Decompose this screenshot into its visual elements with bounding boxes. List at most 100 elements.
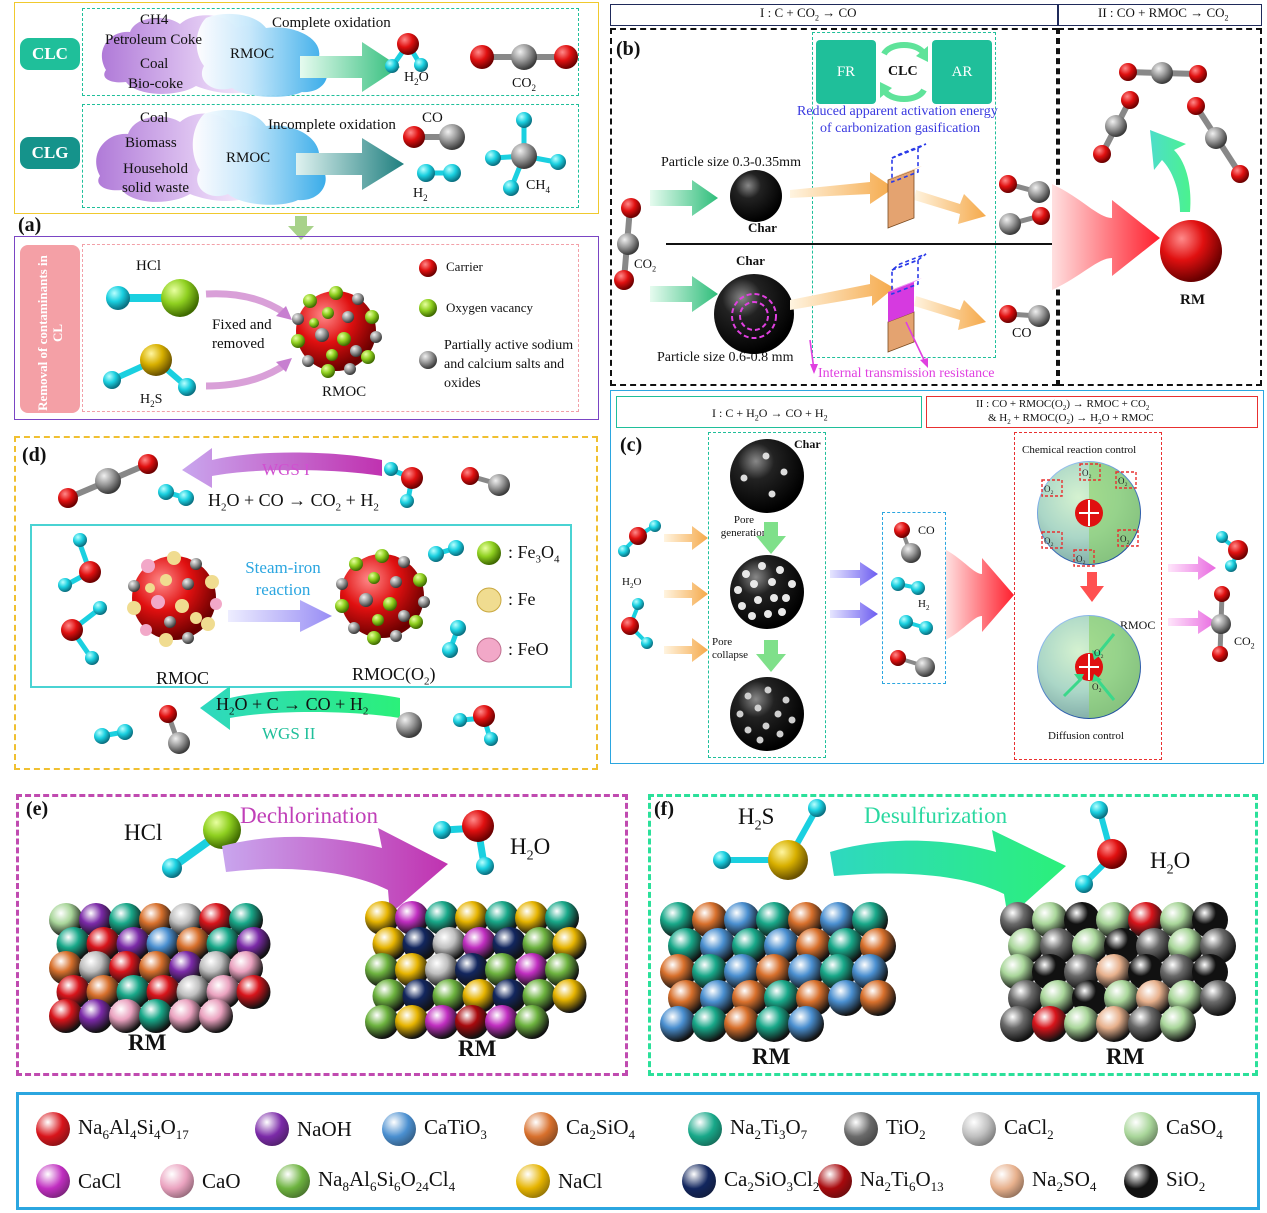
clg-fuel-solid-waste: solid waste (122, 180, 190, 196)
legend-swatch (36, 1112, 70, 1146)
rm-sphere (462, 927, 497, 961)
products-dashed-box-c (882, 512, 946, 684)
legend-label: Na2Ti6O13 (860, 1166, 944, 1195)
legend-swatch (36, 1164, 70, 1198)
note-activation-1: Reduced apparent activation energy (797, 104, 998, 119)
legend-label: Na2SO4 (1032, 1166, 1097, 1195)
rm-sphere (1160, 1006, 1196, 1042)
ar-badge: AR (932, 40, 992, 104)
rm-sphere (492, 927, 527, 961)
rmoc-o2-sphere-d (335, 549, 430, 645)
rm-sphere (432, 927, 467, 961)
legend-label: NaOH (297, 1116, 352, 1141)
legend-salts-label: Partially active sodium and calcium salt… (444, 338, 574, 391)
wgs1-label: WGS I (262, 460, 310, 479)
panel-f-h2s-molecule (713, 799, 826, 880)
clc-h2o-molecule (385, 33, 428, 73)
clg-ch4-molecule (485, 112, 566, 196)
legend-item-naoh: NaOH (255, 1112, 352, 1146)
clg-product-co: CO (422, 110, 443, 126)
removal-hcl-molecule (106, 279, 199, 317)
svg-text:O₂: O₂ (1044, 484, 1054, 494)
panel-b-header-1-text: I : C + CO2 → CO (760, 5, 857, 23)
rm-sphere (788, 1006, 824, 1042)
clg-fuel-biomass: Biomass (125, 135, 177, 151)
co2-label-b: CO2 (634, 256, 657, 274)
h2-molecule-d1 (158, 484, 194, 506)
rm-sphere (425, 1005, 459, 1039)
legend-item-ca2sio3cl2: Ca2SiO3Cl2 (682, 1164, 819, 1198)
panel-e-product: H2O (510, 834, 551, 864)
panel-d-label: (d) (22, 444, 47, 466)
rm-sphere (372, 927, 407, 961)
rm-sphere (515, 953, 549, 987)
removal-rmoc-sphere (291, 286, 382, 378)
svg-text:O₂: O₂ (1092, 682, 1102, 692)
clg-badge: CLG (20, 137, 80, 169)
clg-product-h2: H2 (413, 186, 428, 203)
big-red-arrow-c (946, 550, 1014, 640)
panel-c-header-2 (926, 396, 1258, 428)
panel-e-reactant: HCl (124, 820, 163, 845)
panel-b-divider (666, 243, 1058, 245)
char-label-c: Char (794, 437, 821, 451)
h2-molecule-c2 (899, 615, 933, 635)
clg-teal-arrow (296, 138, 404, 190)
legend-label: CaTiO3 (424, 1114, 487, 1143)
legend-label: TiO2 (886, 1114, 926, 1143)
h2o-label-c-left: H2O (622, 576, 642, 591)
legend-fe3o4-label: : Fe3O4 (508, 542, 560, 566)
legend-item-catio3: CaTiO3 (382, 1112, 487, 1146)
red-down-arrow-c (1080, 572, 1104, 602)
panel-e-h2o-molecule (433, 810, 494, 875)
h2o-molecules-c-left (618, 520, 661, 649)
svg-text:O₂: O₂ (1076, 554, 1086, 564)
panel-e-rm-left-label: RM (128, 1030, 167, 1055)
rm-sphere (1032, 1006, 1068, 1042)
rm-sphere (365, 953, 399, 987)
pore-generation-label: Pore generation (720, 514, 768, 539)
legend-swatch (962, 1112, 996, 1146)
rm-sphere (756, 1006, 792, 1042)
clg-fuel-household: Household (123, 161, 188, 177)
removal-h2s-label: H2S (140, 392, 163, 409)
legend-item-ca2sio4: Ca2SiO4 (524, 1112, 635, 1146)
rm-sphere (552, 927, 587, 961)
panel-c-frame (610, 390, 1264, 764)
rm-sphere (365, 1005, 399, 1039)
removal-hcl-label: HCl (136, 258, 162, 274)
removal-rmoc-label: RMOC (322, 384, 367, 400)
rm-sphere (492, 979, 527, 1013)
panel-c-char-box (708, 432, 826, 758)
clg-process-label: Incomplete oxidation (268, 117, 396, 133)
clc-fuel-coal: Coal (140, 56, 169, 72)
legend-label: CaCl2 (1004, 1114, 1054, 1143)
legend-item-na2ti3o7: Na2Ti3O7 (688, 1112, 807, 1146)
h2o-molecule-d2 (453, 705, 498, 746)
clg-product-ch4: CH4 (526, 178, 550, 195)
rm-sphere (1200, 980, 1236, 1016)
green-up-arrow-b (1150, 130, 1191, 212)
violet-arrows-c (830, 562, 878, 626)
panel-e-frame (16, 794, 628, 1076)
rmoc-o2-label-d: RMOC(O2) (352, 664, 436, 688)
clg-co-molecule (403, 124, 465, 150)
pore-collapse-label: Pore collapse (712, 636, 749, 661)
small-char-label: Char (748, 220, 777, 235)
rm-sphere (1096, 1006, 1132, 1042)
large-char-sphere (714, 274, 794, 354)
c-atom-d (396, 712, 422, 738)
rm-sphere (485, 953, 519, 987)
panel-b-header-2 (1058, 4, 1262, 26)
panel-c-header-2a-text: II : CO + RMOC(O2) → RMOC + CO2 (976, 398, 1150, 413)
legend-swatch (524, 1112, 558, 1146)
panel-c-label: (c) (620, 434, 643, 456)
down-arrow-a (288, 216, 314, 240)
rm-sphere (552, 979, 587, 1013)
panel-c-header-1-text: I : C + H2O → CO + H2 (712, 406, 828, 423)
legend-item-tio2: TiO2 (844, 1112, 926, 1146)
rm-label-b: RM (1180, 292, 1205, 308)
steam-iron-arrow (228, 600, 332, 632)
